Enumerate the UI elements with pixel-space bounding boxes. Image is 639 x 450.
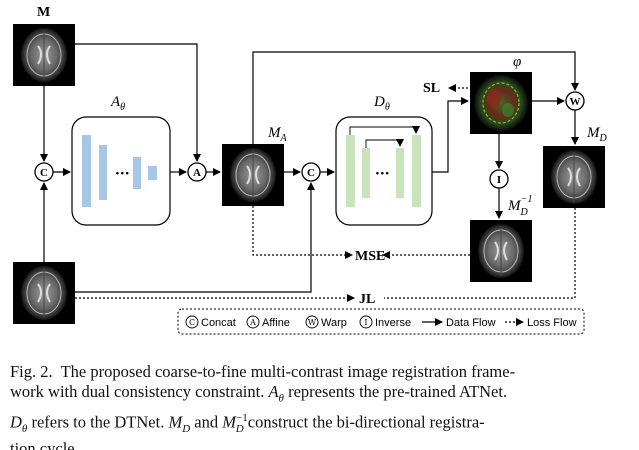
- inverse-op: I: [489, 169, 509, 189]
- atnet-ellipsis: ···: [115, 166, 130, 182]
- caption-line-4: tion cycle.: [10, 439, 79, 450]
- legend-warp: Warp: [321, 317, 347, 329]
- label-jl: JL: [359, 292, 375, 307]
- svg-text:A: A: [193, 167, 201, 179]
- dtnet-ellipsis: ···: [375, 166, 390, 182]
- svg-text:C: C: [307, 167, 315, 179]
- label-sl: SL: [423, 81, 440, 96]
- svg-text:I: I: [364, 318, 367, 327]
- data-flow-arrows: [40, 43, 579, 293]
- label-d-theta: Dθ: [373, 94, 390, 113]
- legend-affine: Affine: [262, 317, 290, 329]
- legend-concat: Concat: [201, 317, 236, 329]
- fig-label: Fig. 2.: [10, 362, 53, 381]
- legend: C Concat A Affine W Warp I Inverse Data …: [185, 315, 577, 329]
- label-m-d-inverse: MD−1: [507, 194, 532, 218]
- label-mse: MSE: [355, 249, 385, 264]
- svg-text:W: W: [570, 96, 581, 108]
- image-m: [12, 23, 76, 87]
- legend-warp-icon: [305, 315, 319, 329]
- svg-text:W: W: [308, 318, 317, 327]
- label-phi: φ: [513, 54, 521, 70]
- caption-line-1: Fig. 2. The proposed coarse-to-fine mult…: [10, 362, 516, 381]
- svg-text:C: C: [40, 167, 48, 179]
- atnet-layers: [82, 135, 157, 207]
- figure-caption: Fig. 2. The proposed coarse-to-fine mult…: [10, 362, 630, 450]
- label-a-theta: Aθ: [110, 94, 125, 113]
- image-m-d: [542, 145, 606, 209]
- label-f: F: [60, 261, 69, 276]
- legend-box: [177, 308, 585, 335]
- legend-affine-icon: [246, 315, 260, 329]
- svg-text:A: A: [249, 318, 256, 327]
- atnet-box: [71, 116, 171, 226]
- legend-concat-icon: [185, 315, 199, 329]
- skip-connection-outer: [349, 126, 420, 135]
- label-m-d: MD: [586, 125, 608, 144]
- image-m-a: [221, 143, 285, 207]
- concat-op-2: C: [301, 162, 321, 182]
- affine-op: A: [187, 162, 207, 182]
- label-m-a: MA: [267, 125, 288, 144]
- loss-flow-arrows: [75, 84, 576, 302]
- caption-line-3: Dθ refers to the DTNet. MD and M−1D cons…: [10, 412, 485, 436]
- skip-connection-inner: [365, 139, 404, 148]
- concat-op-1: C: [34, 162, 54, 182]
- label-m: M: [37, 5, 50, 20]
- warp-op: W: [565, 91, 585, 111]
- caption-line-2: work with dual consistency constraint. A…: [10, 382, 508, 405]
- framework-diagram: M F ··· Aθ ··· Dθ C: [12, 5, 608, 335]
- legend-data-flow: Data Flow: [446, 317, 496, 329]
- svg-text:C: C: [189, 318, 195, 327]
- image-phi: [470, 72, 532, 134]
- legend-inverse-icon: [359, 315, 373, 329]
- dtnet-layers: [346, 135, 421, 207]
- legend-loss-flow: Loss Flow: [527, 317, 577, 329]
- svg-text:I: I: [497, 174, 501, 186]
- dtnet-box: [335, 116, 433, 226]
- image-m-d-inverse: [469, 219, 533, 283]
- legend-inverse: Inverse: [375, 317, 411, 329]
